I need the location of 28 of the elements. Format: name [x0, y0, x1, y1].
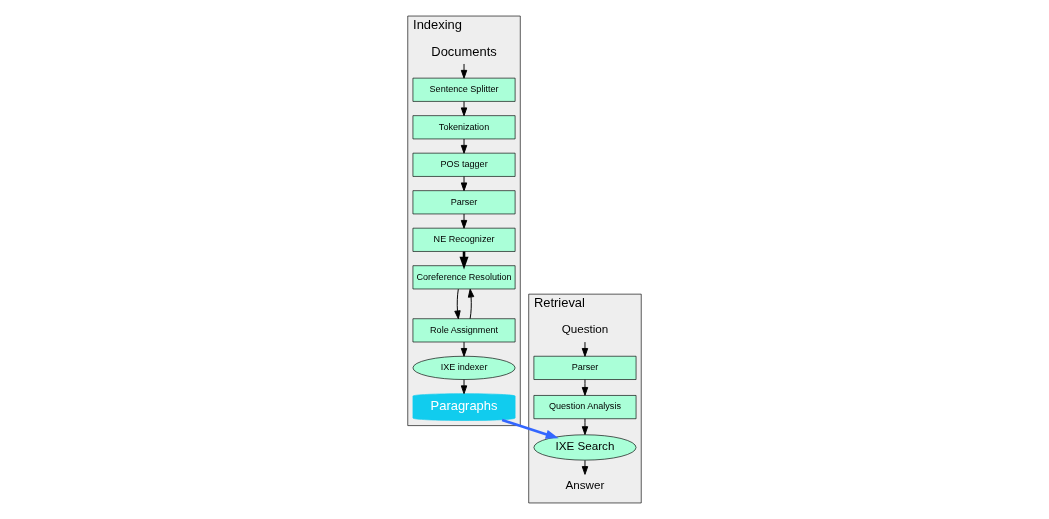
node-box: Tokenization [412, 115, 516, 140]
arrow [460, 379, 468, 395]
arrow [460, 138, 468, 154]
arrow [581, 341, 589, 357]
arrow [581, 418, 589, 435]
node-box: Parser [533, 355, 637, 380]
arrow [501, 418, 559, 439]
node-box: NE Recognizer [412, 227, 516, 252]
arrow [581, 459, 589, 475]
arrow [460, 341, 468, 357]
node-text: Documents [431, 43, 497, 59]
node-box: Role Assignment [412, 318, 516, 343]
arrow [460, 63, 468, 79]
node-box: Coreference Resolution [412, 265, 516, 290]
node-ellipse: IXE indexer [412, 355, 516, 380]
node-box: Parser [412, 190, 516, 215]
arrow [460, 176, 468, 192]
node-ellipse: IXE Search [533, 434, 637, 461]
node-box: Question Analysis [533, 395, 637, 420]
arrow [454, 288, 461, 320]
node-box: POS tagger [412, 152, 516, 177]
arrow [460, 101, 468, 117]
node-box: Sentence Splitter [412, 77, 516, 102]
arrow [460, 213, 468, 229]
node-text: Question [561, 322, 609, 336]
arrow [467, 288, 475, 320]
arrow [581, 379, 589, 396]
node-text: Answer [565, 477, 605, 491]
